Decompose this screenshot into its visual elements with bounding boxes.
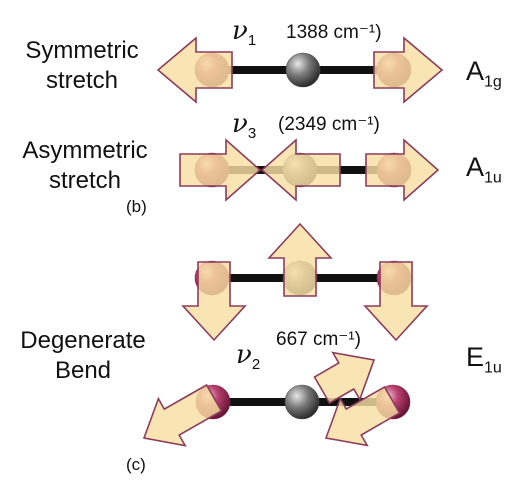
degenerate-bend-label: Degenerate Bend	[12, 326, 154, 386]
nu2-symbol: ν	[236, 340, 252, 370]
a1g-main: A	[466, 56, 485, 86]
nu1-frequency: 1388 cm⁻¹)	[286, 22, 382, 43]
bend2-right-arrow	[324, 385, 401, 447]
asymmetric-right-arrow	[365, 138, 440, 202]
bend2-left-arrow	[142, 383, 223, 447]
asymmetric-left-arrow	[179, 138, 262, 202]
nu1-index: 1	[247, 32, 257, 50]
symmetric-label-line1: Symmetric	[25, 37, 139, 64]
e1u-main: E	[466, 342, 485, 372]
nu1-symbol: ν	[232, 16, 248, 46]
symmetric-right-arrow	[373, 36, 444, 104]
a1u-symmetry-label: A1u	[466, 154, 502, 186]
asymmetric-stretch-label: Asymmetric stretch	[12, 136, 158, 196]
symmetric-stretch-label: Symmetric stretch	[12, 36, 152, 96]
e1u-symmetry-label: E1u	[466, 344, 502, 376]
panel-b-label: (b)	[126, 197, 147, 216]
bend-left-down-arrow	[181, 261, 247, 342]
nu3-frequency: (2349 cm⁻¹)	[278, 114, 380, 135]
nu3-label: ν3	[232, 111, 256, 141]
nu3-index: 3	[247, 125, 257, 143]
asymmetric-center-arrow	[260, 138, 341, 202]
nu2-index: 2	[251, 356, 261, 374]
asymmetric-label-line1: Asymmetric	[22, 137, 148, 164]
bend2-center-arrow	[313, 351, 376, 405]
e1u-sub: 1u	[484, 359, 502, 377]
symmetric-carbon-atom	[285, 52, 321, 88]
symmetric-label-line2: stretch	[45, 67, 119, 94]
a1u-main: A	[466, 152, 485, 182]
symmetric-left-arrow	[156, 36, 233, 104]
a1g-sub: 1g	[484, 73, 502, 91]
nu1-label: ν1	[232, 18, 256, 48]
a1u-sub: 1u	[484, 169, 502, 187]
panel-c-label: (c)	[126, 455, 146, 474]
nu2-label: ν2	[236, 342, 260, 372]
bend-center-up-arrow	[267, 222, 333, 297]
bend2-carbon-atom	[284, 384, 320, 420]
bend-label-line2: Bend	[54, 357, 112, 384]
nu3-symbol: ν	[232, 109, 248, 139]
a1g-symmetry-label: A1g	[466, 58, 502, 90]
nu2-frequency: 667 cm⁻¹)	[276, 329, 361, 350]
bend-label-line1: Degenerate	[20, 327, 146, 354]
bend-right-down-arrow	[363, 261, 429, 342]
asymmetric-label-line2: stretch	[48, 167, 122, 194]
